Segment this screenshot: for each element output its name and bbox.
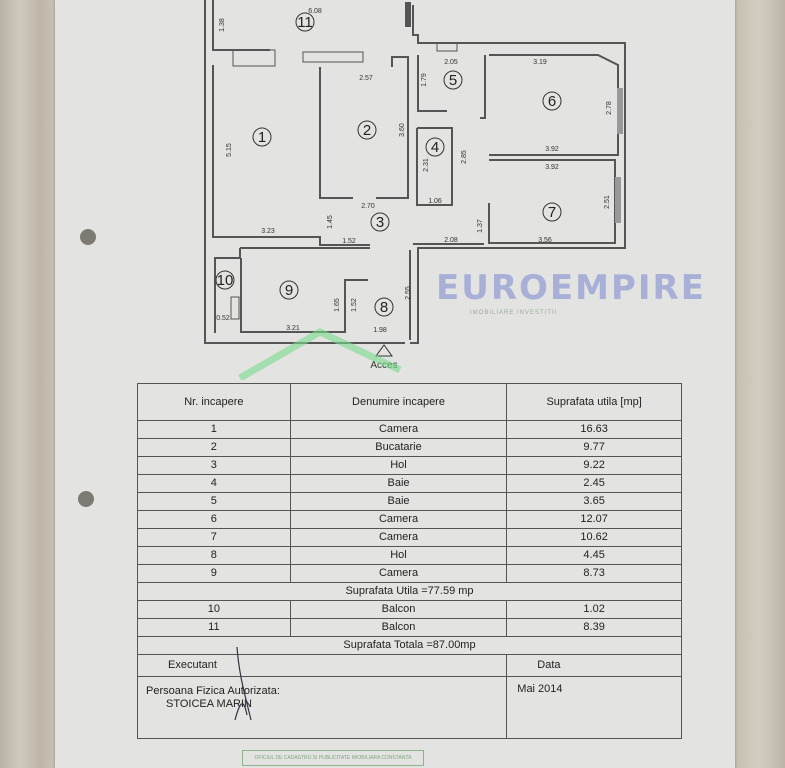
svg-text:5: 5 (449, 72, 457, 89)
room-marker-3: 3 (370, 212, 390, 232)
dimension-label: 1.45 (327, 215, 334, 229)
dimension-label: 3.21 (286, 325, 300, 332)
signature-header-row: Executant Data (136, 654, 682, 677)
dimension-label: 3.56 (538, 237, 552, 244)
executant-name: STOICEA MARIN (166, 698, 252, 710)
svg-text:6: 6 (548, 93, 556, 110)
dimension-label: 1.38 (219, 18, 226, 32)
room-marker-5: 5 (443, 70, 463, 90)
dimension-label: 2.85 (461, 150, 468, 164)
dimension-label: 1.65 (334, 298, 341, 312)
svg-text:4: 4 (431, 139, 439, 156)
windows (230, 2, 623, 320)
punch-hole (80, 229, 96, 245)
room-marker-1: 1 (252, 127, 272, 147)
handwritten-signature (234, 646, 252, 721)
dimension-label: 1.52 (351, 298, 358, 312)
svg-text:2: 2 (363, 122, 371, 139)
header-name: Denumire incapere (289, 383, 508, 421)
dimension-label: 2.05 (444, 59, 458, 66)
dimension-label: 1.98 (373, 327, 387, 334)
dimension-label: 1.37 (477, 219, 484, 233)
cadastre-stamp: OFICIUL DE CADASTRU SI PUBLICITATE IMOBI… (242, 750, 424, 766)
subtotal-row: Suprafata Utila =77.59 mp (137, 582, 682, 601)
svg-text:1: 1 (258, 129, 266, 146)
floor-plan: 11 1 2 3 4 5 6 7 8 9 10 6.08 1.38 2.57 3… (204, 0, 626, 380)
dimension-label: 3.92 (545, 146, 559, 153)
dimensions: 6.08 1.38 2.57 3.60 5.15 3.23 1.45 1.52 … (216, 8, 613, 334)
dimension-label: 2.51 (604, 195, 611, 209)
room-marker-6: 6 (542, 91, 562, 111)
header-nr: Nr. incapere (137, 383, 291, 421)
dimension-label: 3.92 (545, 164, 559, 171)
svg-text:9: 9 (285, 282, 293, 299)
room-marker-4: 4 (425, 137, 445, 157)
punch-hole (78, 491, 94, 507)
date-value: Mai 2014 (506, 676, 682, 739)
room-numbers: 11 1 2 3 4 5 6 7 8 9 10 (215, 12, 562, 317)
dimension-label: 2.57 (359, 75, 373, 82)
dimension-label: 2.78 (606, 101, 613, 115)
logo-house-icon (238, 328, 402, 380)
executant-line1: Persoana Fizica Autorizata: (146, 685, 280, 697)
svg-text:8: 8 (380, 299, 388, 316)
signature-row: Persoana Fizica Autorizata: STOICEA MARI… (136, 676, 682, 739)
access-arrow-icon (375, 344, 393, 357)
table-header: Nr. incapere Denumire incapere Suprafata… (137, 383, 682, 421)
dimension-label: 2.08 (444, 237, 458, 244)
dimension-label: 0.52 (216, 315, 230, 322)
dimension-label: 3.19 (533, 59, 547, 66)
svg-text:11: 11 (297, 14, 313, 31)
dimension-label: 5.15 (226, 143, 233, 157)
dimension-label: 2.31 (423, 158, 430, 172)
dimension-label: 1.52 (342, 238, 356, 245)
total-row: Suprafata Totala =87.00mp (137, 636, 682, 655)
dimension-label: 6.08 (308, 8, 322, 15)
room-marker-7: 7 (542, 202, 562, 222)
watermark-logo: EUROEMPIRE (436, 268, 706, 308)
dimension-label: 3.60 (399, 123, 406, 137)
dimension-label: 3.23 (261, 228, 275, 235)
room-marker-8: 8 (374, 297, 394, 317)
rooms-table: Nr. incapere Denumire incapere Suprafata… (136, 383, 682, 739)
svg-text:3: 3 (376, 214, 384, 231)
room-marker-11: 11 (295, 12, 315, 32)
svg-text:10: 10 (217, 272, 234, 289)
dimension-label: 1.06 (428, 198, 442, 205)
room-marker-10: 10 (215, 270, 235, 290)
room-marker-2: 2 (357, 120, 377, 140)
dimension-label: 2.70 (361, 203, 375, 210)
dimension-label: 1.79 (421, 73, 428, 87)
room-marker-9: 9 (279, 280, 299, 300)
header-area: Suprafata utila [mp] (506, 383, 682, 421)
svg-text:7: 7 (548, 204, 556, 221)
dimension-label: 2.55 (405, 286, 412, 300)
watermark-subtitle: IMOBILIARE INVESTITII (470, 310, 558, 316)
